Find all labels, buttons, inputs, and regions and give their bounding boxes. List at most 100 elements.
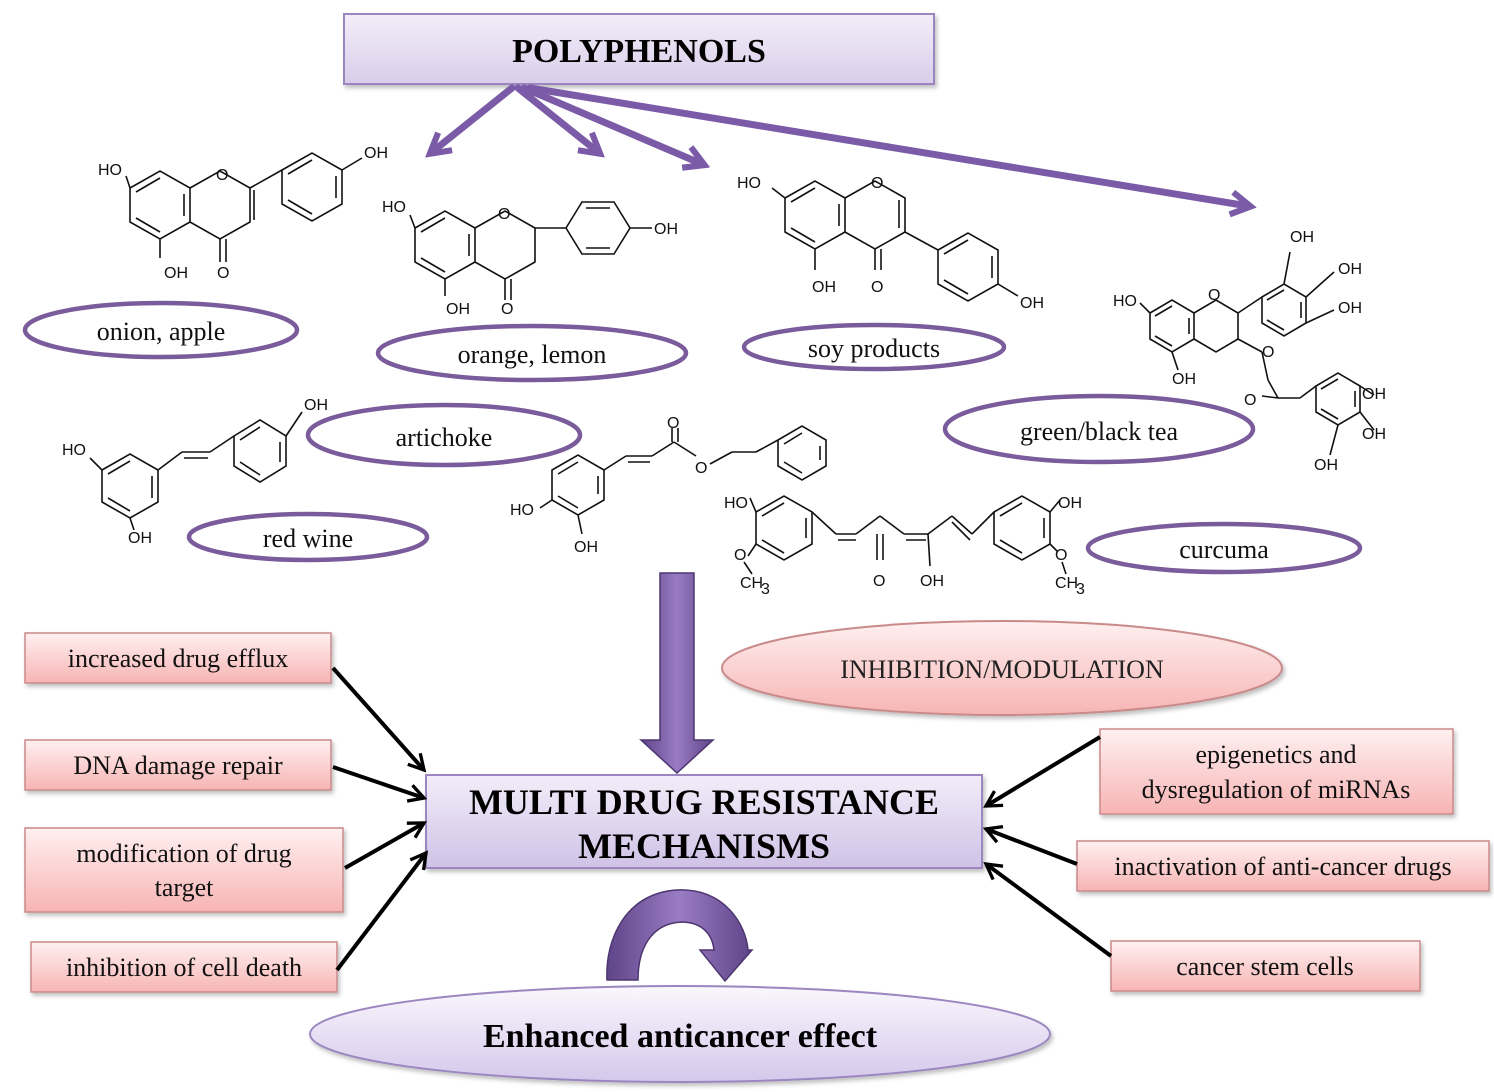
big-down-arrow [639,572,715,775]
arrow-cell-death [335,853,426,972]
svg-text:3: 3 [1076,581,1085,598]
arrow-inactivation [986,829,1078,866]
svg-text:HO: HO [62,442,86,459]
svg-text:HO: HO [1113,293,1137,310]
mechanism-label-line1: modification of drug [76,839,291,868]
svg-text:CH: CH [740,575,763,592]
svg-text:HO: HO [98,162,122,179]
isoflavone-structure: HO O OH OH O [737,175,1044,312]
arrow-to-isoflavone [520,84,702,164]
svg-text:O: O [871,175,883,192]
arrow-to-flavanone [514,84,598,152]
source-label: soy products [808,334,940,363]
cape-structure: HO O O OH [510,415,827,556]
source-orange-lemon: orange, lemon [375,323,689,383]
source-label: onion, apple [97,317,226,346]
arrow-to-flavone [432,84,516,152]
svg-text:OH: OH [574,539,598,556]
svg-text:OH: OH [1020,295,1044,312]
mechanism-label-line2: dysregulation of miRNAs [1142,775,1411,804]
svg-text:O: O [667,415,679,432]
svg-text:OH: OH [1362,426,1386,443]
mdr-title-line2: MECHANISMS [578,826,830,866]
svg-text:OH: OH [364,145,388,162]
svg-text:O: O [1055,547,1067,564]
svg-text:3: 3 [761,581,770,598]
svg-text:O: O [1262,344,1274,361]
svg-text:CH: CH [1055,575,1078,592]
mechanism-label-line2: target [155,873,214,902]
svg-text:OH: OH [1338,261,1362,278]
mechanism-arrows [331,666,1113,972]
svg-text:OH: OH [812,279,836,296]
svg-text:O: O [873,573,885,590]
svg-text:OH: OH [654,221,678,238]
source-curcuma: curcuma [1085,521,1363,575]
source-green-black-tea: green/black tea [942,393,1256,465]
mechanism-cancer-stem-cells: cancer stem cells [1110,940,1421,992]
svg-text:O: O [1208,287,1220,304]
mechanism-dna-damage-repair: DNA damage repair [24,739,332,791]
svg-text:O: O [734,547,746,564]
svg-text:OH: OH [128,530,152,547]
polyphenol-arrows [432,84,1248,206]
arrow-stem-cells [986,864,1113,958]
enhanced-anticancer-effect-ellipse: Enhanced anticancer effect [309,985,1051,1083]
curcumin-structure: HO O CH 3 O OH OH O CH 3 [724,495,1085,598]
source-soy-products: soy products [741,322,1007,372]
mechanism-label: inhibition of cell death [66,953,302,982]
arrow-epigenetics [986,735,1102,806]
mechanism-modification-of-drug-target: modification of drug target [24,827,344,913]
stilbene-structure: HO OH OH [62,397,328,547]
svg-text:OH: OH [304,397,328,414]
source-onion-apple: onion, apple [22,300,300,360]
polyphenols-title-box: POLYPHENOLS [343,13,935,85]
svg-text:OH: OH [164,265,188,282]
svg-text:OH: OH [920,573,944,590]
svg-text:O: O [695,460,707,477]
arrow-efflux [331,666,424,770]
mechanism-label: cancer stem cells [1176,952,1354,981]
source-label: artichoke [396,423,493,452]
mechanism-increased-drug-efflux: increased drug efflux [24,632,332,684]
source-red-wine: red wine [186,511,430,563]
mechanism-epigenetics-mirnas: epigenetics and dysregulation of miRNAs [1099,728,1454,815]
svg-text:O: O [871,279,883,296]
svg-text:OH: OH [1172,371,1196,388]
mechanism-label: DNA damage repair [73,751,283,780]
svg-text:OH: OH [1058,495,1082,512]
source-artichoke: artichoke [305,402,583,468]
source-label: curcuma [1179,535,1269,564]
svg-text:HO: HO [510,502,534,519]
inhibition-modulation-ellipse: INHIBITION/MODULATION [721,620,1283,716]
source-label: green/black tea [1020,417,1179,446]
flavone-structure: HO O OH OH O [98,145,388,282]
svg-text:O: O [498,206,510,223]
arrow-dna [332,765,424,798]
result-label: Enhanced anticancer effect [483,1018,878,1055]
source-label: orange, lemon [458,340,607,369]
svg-text:OH: OH [1290,229,1314,246]
mechanism-label: increased drug efflux [68,644,288,673]
svg-text:O: O [217,265,229,282]
curved-arrow [606,889,754,983]
mechanism-label-line1: epigenetics and [1196,740,1357,769]
source-label: red wine [263,524,353,553]
svg-text:HO: HO [737,175,761,192]
mechanism-label: inactivation of anti-cancer drugs [1114,852,1451,881]
polyphenols-title: POLYPHENOLS [512,33,766,70]
svg-text:O: O [216,167,228,184]
svg-text:HO: HO [724,495,748,512]
svg-text:OH: OH [1314,457,1338,474]
svg-text:OH: OH [446,301,470,318]
arrow-target [344,821,424,870]
svg-text:HO: HO [382,199,406,216]
svg-text:O: O [1244,392,1256,409]
svg-text:OH: OH [1338,300,1362,317]
mdr-title-line1: MULTI DRUG RESISTANCE [469,782,939,822]
mechanism-inhibition-of-cell-death: inhibition of cell death [30,941,338,993]
arrow-to-catechin [526,84,1248,206]
svg-text:O: O [501,301,513,318]
mechanism-inactivation-anticancer-drugs: inactivation of anti-cancer drugs [1076,840,1490,892]
